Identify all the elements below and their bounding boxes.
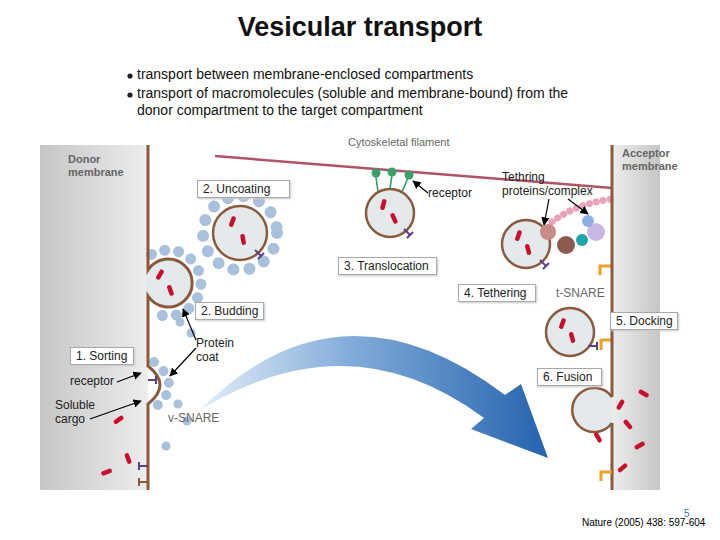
step-box: 2. Uncoating (197, 180, 290, 198)
motor-protein (402, 178, 408, 192)
cargo (569, 332, 576, 344)
cargo (228, 216, 236, 228)
receptor-symbol (404, 229, 413, 238)
donor-membrane (148, 145, 192, 490)
tethering-protein (557, 236, 575, 254)
step-box: 4. Tethering (458, 284, 536, 302)
annotation-label: Cytoskeletal filament (348, 136, 450, 149)
v-snare-symbol (588, 342, 597, 350)
leader-arrow (170, 348, 196, 376)
motor-head (388, 168, 397, 177)
t-snare-symbol (601, 472, 612, 481)
protein-coat (203, 196, 277, 270)
step-label: 6. Fusion (543, 370, 597, 385)
step-label: 1. Sorting (76, 349, 129, 364)
step-box: 2. Budding (195, 302, 264, 320)
cargo (593, 432, 602, 444)
annotation-label: v-SNARE (168, 411, 219, 425)
receptor-symbol (148, 376, 156, 384)
tethering-protein (582, 215, 594, 227)
step-box: 3. Translocation (338, 257, 437, 275)
annotation-label: Protein coat (196, 336, 246, 365)
receptor-symbol (255, 250, 264, 259)
t-snare-symbol (601, 340, 612, 350)
coat-protein (162, 442, 171, 451)
t-snare-symbol (600, 266, 612, 275)
motor-protein (376, 177, 378, 192)
step-label: 2. Uncoating (203, 182, 285, 197)
leader-arrow (413, 181, 428, 193)
cargo (558, 318, 566, 330)
vesicle (366, 189, 414, 237)
cargo (525, 244, 532, 256)
cargo (166, 284, 174, 296)
step-label: 5. Docking (616, 314, 673, 329)
tether-chain (552, 199, 612, 222)
cargo (634, 441, 646, 450)
bullet-dot (127, 92, 132, 97)
donor-compartment (40, 145, 148, 490)
annotation-label: receptor (428, 186, 472, 200)
bullet-dot (127, 73, 132, 78)
bullet-text: transport between membrane-enclosed comp… (137, 66, 607, 83)
annotation-label: t-SNARE (556, 286, 605, 300)
cargo (616, 399, 625, 411)
receptor-symbol (540, 260, 549, 269)
tethering-protein (576, 234, 588, 246)
slide-title: Vesicular transport (0, 12, 720, 43)
cargo (240, 234, 246, 246)
fusing-vesicle (572, 388, 612, 432)
cargo (623, 419, 634, 430)
cargo (101, 468, 113, 476)
cargo (113, 415, 125, 425)
tethering-protein (540, 224, 556, 240)
cargo (514, 230, 522, 242)
cargo (638, 389, 650, 398)
leader-arrow (90, 401, 141, 419)
step-label: 3. Translocation (344, 259, 432, 274)
receptor-symbol (139, 478, 148, 486)
coat-protein (174, 400, 183, 409)
vesicle (546, 308, 594, 356)
coated-vesicle (213, 206, 267, 260)
step-box: 6. Fusion (537, 368, 602, 386)
cargo (390, 213, 399, 225)
leader-arrow (544, 199, 549, 225)
annotation-label: Tethring proteins/complex (502, 170, 602, 199)
step-label: 2. Budding (201, 304, 259, 319)
annotation-label: Acceptor membrane (622, 147, 692, 173)
transport-arrow (200, 336, 548, 458)
v-snare-symbol (139, 462, 148, 470)
coat-protein (176, 318, 185, 327)
annotation-label: Soluble cargo (55, 398, 110, 427)
cargo (380, 199, 387, 211)
motor-protein (390, 175, 392, 189)
cargo (124, 453, 132, 465)
annotation-label: Nature (2005) 438: 597-604 (582, 517, 705, 529)
cargo (617, 463, 628, 474)
annotation-label: Donor membrane (68, 153, 128, 179)
step-label: 4. Tethering (464, 286, 531, 301)
leader-arrow (117, 373, 141, 382)
leader-arrow (568, 199, 588, 214)
bullet-text: transport of macromolecules (soluble and… (137, 85, 602, 119)
step-box: 5. Docking (610, 312, 678, 330)
annotation-label: receptor (70, 374, 114, 388)
motor-head (405, 171, 414, 180)
step-box: 1. Sorting (70, 347, 134, 365)
motor-head (372, 169, 381, 178)
cargo (155, 269, 164, 281)
